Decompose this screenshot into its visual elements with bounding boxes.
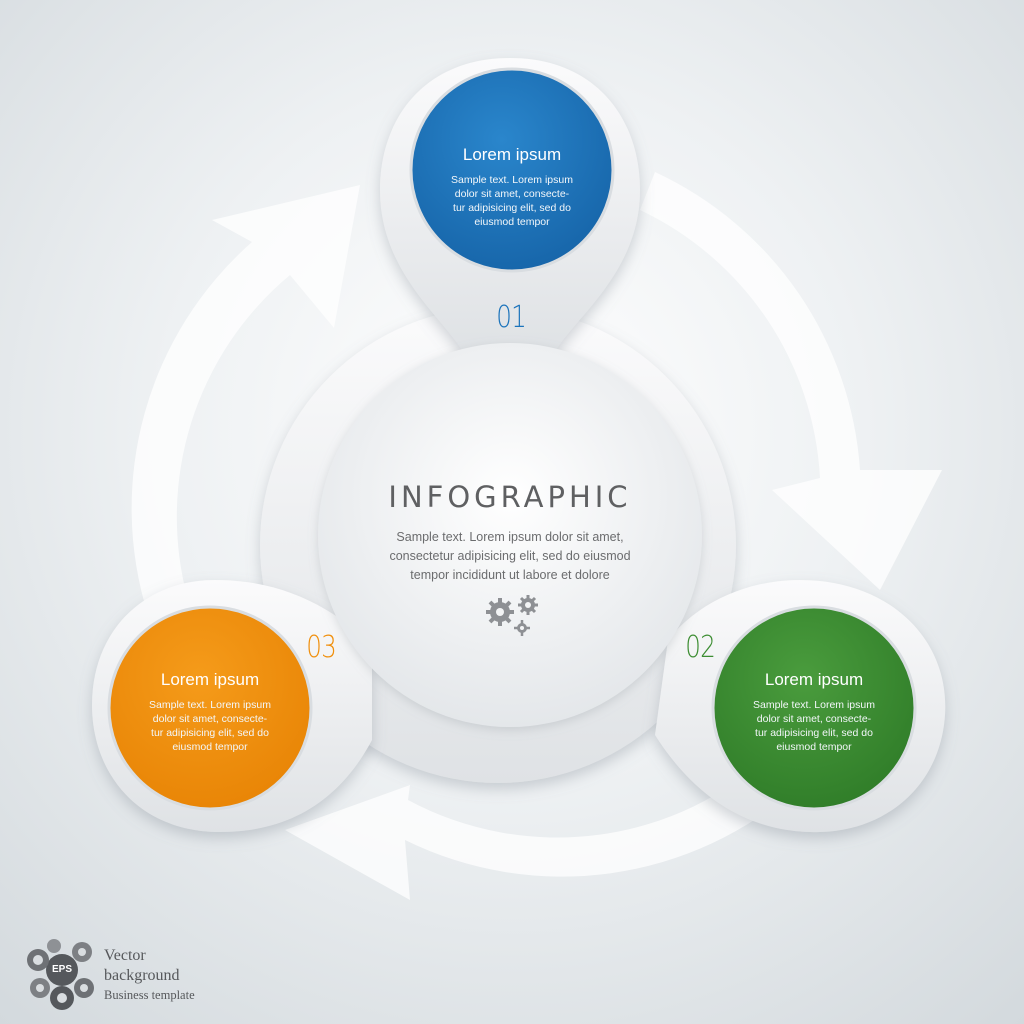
footer-line-vector: Vector [104,947,146,964]
step-01-disc [409,67,615,273]
step-01-body: Sample text. Lorem ipsum dolor sit amet,… [451,174,573,228]
cycle-arrow-bottom [285,750,800,900]
step-03-disc [107,605,313,811]
gears-icon [486,595,538,636]
center-body: Sample text. Lorem ipsum dolor sit amet,… [389,530,631,582]
cycle-arrow-left [131,185,360,615]
footer: EPS Vector background Business template [24,940,264,1010]
step-01-content: Lorem ipsum Sample text. Lorem ipsum dol… [422,145,602,229]
step-03-number: 03 [306,630,336,665]
step-02-disc [711,605,917,811]
cycle-arrows [131,172,942,900]
step-03-title: Lorem ipsum [160,670,260,689]
step-03-content: Lorem ipsum Sample text. Lorem ipsum dol… [120,670,300,754]
center-title: INFOGRAPHIC [388,480,632,514]
step-03-body: Sample text. Lorem ipsum dolor sit amet,… [149,699,271,753]
cycle-arrow-right [640,172,942,590]
eps-badge-label: EPS [52,964,73,975]
step-01-title: Lorem ipsum [462,145,562,164]
footer-text: Vector background Business template [104,946,195,1004]
footer-line-background: background [104,967,180,984]
center-content: INFOGRAPHIC Sample text. Lorem ipsum dol… [320,480,700,585]
step-01-number: 01 [496,300,526,335]
step-02-body: Sample text. Lorem ipsum dolor sit amet,… [753,699,875,753]
step-02-content: Lorem ipsum Sample text. Lorem ipsum dol… [724,670,904,754]
eps-badge-icon [27,939,94,1010]
step-02-number: 02 [685,630,715,665]
footer-line-business-template: Business template [104,988,195,1002]
step-02-title: Lorem ipsum [764,670,864,689]
center-disc [318,343,702,727]
